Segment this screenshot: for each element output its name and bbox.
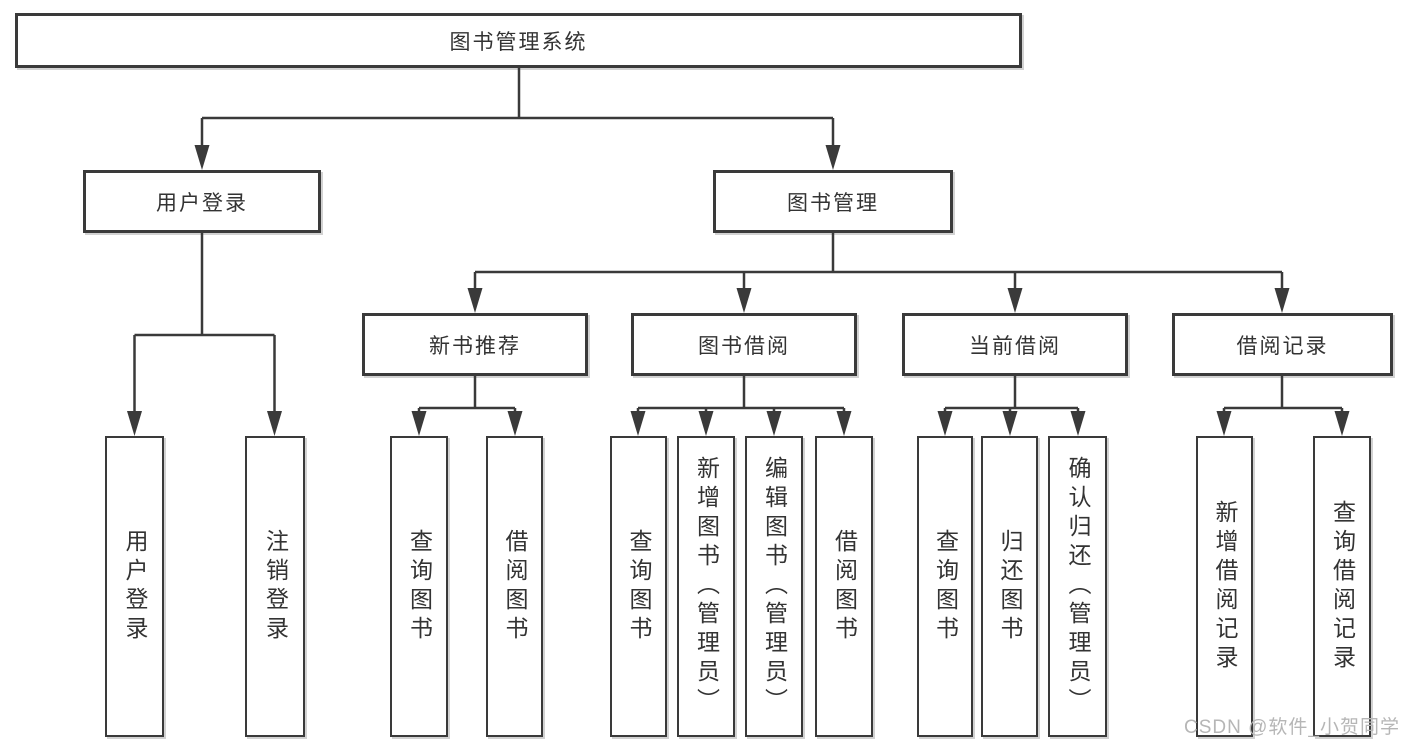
arrowhead-icon [1334,411,1350,436]
arrowhead-icon [825,145,841,170]
node-borrowing-records: 借阅记录 [1172,313,1393,376]
arrowhead-icon [1274,288,1290,313]
node-user-login: 用户登录 [83,170,321,233]
arrowhead-icon [194,145,210,170]
arrowhead-icon [1070,411,1086,436]
arrowhead-icon [937,411,953,436]
arrowhead-icon [1216,411,1232,436]
node-bb-query-books: 查询图书 [610,436,667,737]
node-nbr-borrow-books: 借阅图书 [486,436,543,737]
arrowhead-icon [698,411,714,436]
node-cb-confirm-return-admin: 确认归还（管理员） [1048,436,1107,737]
csdn-watermark: CSDN @软件_小贺同学 [1184,717,1400,738]
arrowhead-icon [127,411,142,436]
arrowhead-icon [467,288,483,313]
arrowhead-icon [507,411,523,436]
node-nbr-query-books: 查询图书 [390,436,448,737]
edge-root-to-level1 [200,68,835,152]
node-book-borrowing: 图书借阅 [631,313,857,376]
arrowhead-icon [267,411,282,436]
node-book-management: 图书管理 [713,170,953,233]
node-new-book-recommend: 新书推荐 [362,313,588,376]
arrowhead-icon [736,288,752,313]
node-library-management-system: 图书管理系统 [15,13,1022,68]
node-current-borrowing: 当前借阅 [902,313,1128,376]
node-cb-query-books: 查询图书 [917,436,973,737]
arrowhead-icon [1002,411,1018,436]
edge-cb-to-leaves [943,376,1080,422]
node-user-login-action: 用户登录 [105,436,164,737]
node-bb-edit-books-admin: 编辑图书（管理员） [745,436,803,737]
node-bb-borrow-books: 借阅图书 [815,436,873,737]
edge-br-to-leaves [1222,376,1344,422]
node-br-query-record: 查询借阅记录 [1313,436,1371,737]
edge-user-login-to-leaves [133,233,276,420]
arrowhead-icon [411,411,427,436]
node-cb-return-books: 归还图书 [981,436,1038,737]
arrowhead-icon [630,411,646,436]
edge-nbr-to-leaves [417,376,517,422]
edge-bb-to-leaves [636,376,846,422]
node-br-add-record: 新增借阅记录 [1196,436,1253,737]
arrowhead-icon [766,411,782,436]
arrowhead-icon [1007,288,1023,313]
node-logout-action: 注销登录 [245,436,305,737]
node-bb-add-books-admin: 新增图书（管理员） [677,436,735,737]
arrowhead-icon [836,411,852,436]
edge-book-mgmt-to-level2 [473,233,1284,296]
